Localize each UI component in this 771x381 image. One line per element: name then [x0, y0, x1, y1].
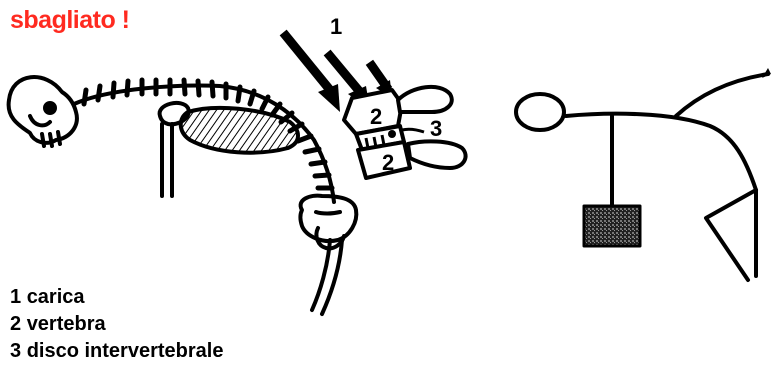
vertebra-top-label: 2 [370, 104, 382, 129]
legend-text: carica [27, 286, 85, 308]
rib-cage [181, 108, 298, 153]
skull [9, 77, 77, 146]
vertebra-detail: 1 2 3 2 [286, 14, 466, 178]
vertebra-bottom-label: 2 [382, 150, 394, 175]
legend-number: 1 [10, 286, 21, 308]
lower-vertebra-process [408, 141, 466, 168]
disc-label: 3 [430, 116, 442, 141]
stick-figure-back [566, 114, 756, 190]
legend-item: 1 carica [10, 284, 223, 311]
legend-item: 2 vertebra [10, 311, 223, 338]
legend: 1 carica 2 vertebra 3 disco intervertebr… [10, 284, 223, 365]
stick-figure-head [516, 94, 564, 130]
disc-nucleus [388, 130, 396, 138]
femur [312, 240, 342, 314]
legend-text: vertebra [27, 313, 106, 335]
legend-text: disco intervertebrale [27, 340, 224, 362]
bent-skeleton [9, 77, 357, 314]
stick-figure [516, 68, 771, 280]
bend-arrow [676, 74, 768, 116]
stick-figure-legs [706, 190, 756, 280]
load-number-label: 1 [330, 14, 342, 39]
arm-bone [162, 124, 172, 196]
legend-number: 3 [10, 340, 21, 362]
upper-vertebra-process [398, 87, 452, 112]
legend-item: 3 disco intervertebrale [10, 338, 223, 365]
pelvis [301, 196, 357, 241]
weight [584, 206, 640, 246]
legend-number: 2 [10, 313, 21, 335]
